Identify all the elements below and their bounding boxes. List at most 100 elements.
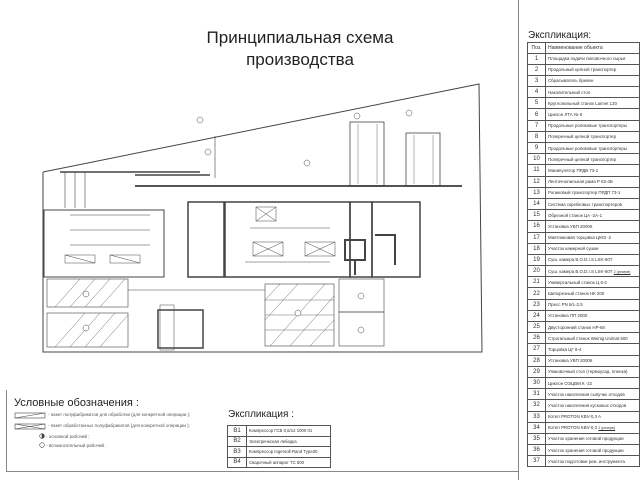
row-name: Установка УВП 2000К	[545, 354, 640, 367]
row-name: Участок хранения готовой продукции	[545, 444, 640, 457]
row-name: Роликовый транспортер ПРДП 73-1	[545, 186, 640, 199]
row-pos: 9	[527, 141, 546, 155]
row-name-text: Продольные роликовые транспортеры	[548, 123, 627, 129]
row-note: 2 (резерв)	[598, 426, 616, 431]
row-pos: 22	[527, 287, 546, 300]
row-name-text: Двусторонний станок НР-68	[548, 324, 605, 330]
row-name-text: Суш. камера B.O.D.I.S LSK-60T	[548, 257, 613, 263]
row-name: Установка ПП 2000	[545, 309, 640, 323]
row-pos: 37	[527, 455, 546, 468]
row-name: Сбрасыватель бревен	[545, 74, 640, 88]
package-unprocessed-icon	[14, 412, 46, 419]
log-yard-2	[405, 132, 441, 187]
row-pos: 25	[527, 320, 546, 334]
log-yard-1	[349, 121, 385, 187]
row-name-text: Продольный цепной транспортер	[548, 67, 617, 73]
table-header: Поз. Наименование объекта	[527, 42, 640, 54]
package-processed-icon	[14, 423, 46, 430]
row-pos: 12	[527, 175, 546, 188]
row-name: Строгальный станок Weinig Unimat 500	[545, 332, 640, 345]
row-name: Пресс PN 6/L-2,5	[545, 298, 640, 311]
row-pos: 14	[527, 197, 546, 211]
row-pos: 32	[527, 399, 546, 412]
row-pos: 13	[527, 186, 546, 199]
row-name-text: Упаковочный стол (термоусад. пленка)	[548, 369, 628, 375]
row-pos: 11	[527, 164, 546, 177]
row-pos: 33	[527, 410, 546, 423]
row-note: 2 (резерв)	[613, 269, 631, 274]
row-name-text: Установка УВП 2000К	[548, 358, 593, 364]
aux-explication-title: Экспликация :	[228, 409, 294, 420]
legend-title: Условные обозначения :	[14, 397, 139, 409]
row-name: Двусторонний станок НР-68	[545, 320, 640, 334]
row-pos: 28	[527, 354, 546, 367]
row-pos: В3	[227, 446, 247, 458]
row-name: Участок хранения готовой продукции	[545, 432, 640, 446]
legend-item: - пакет полуфабрикатов для обработки (дл…	[48, 412, 191, 417]
row-name-text: Участок камерной сушки	[548, 246, 599, 252]
row-name-text: Ленточнопильная рама Р 63-4Б	[548, 179, 613, 185]
row-pos: В4	[227, 456, 247, 468]
row-name-text: Циклон ЛТА № 6	[548, 112, 583, 118]
row-name: Котел PROTON KBV-0,3 2 (резерв)	[545, 421, 640, 434]
row-name-text: Циклон ОЭЦВМ К -22	[548, 380, 593, 386]
row-name: Продольные роликовые транспортеры	[545, 141, 640, 155]
frame-line	[6, 390, 7, 472]
page-title: Принципиальная схема	[206, 28, 394, 47]
row-name-text: Установка УВП 2000К	[548, 223, 593, 229]
room-3	[224, 201, 351, 278]
legend-item: - основной рабочий ;	[46, 434, 90, 439]
row-name-text: Пресс PN 6/L-2,5	[548, 302, 583, 308]
header-name: Наименование объекта	[545, 42, 640, 54]
row-pos: 19	[527, 253, 546, 267]
row-name: Система скребковых транспортеров	[545, 197, 640, 211]
row-name: Котел PROTON KBV-0,3 A	[545, 410, 640, 423]
row-pos: 8	[527, 130, 546, 144]
row-pos: 27	[527, 343, 546, 356]
row-name: Универсальный станок Ц 6-2	[545, 276, 640, 289]
row-pos: 23	[527, 298, 546, 311]
row-pos: 3	[527, 74, 546, 88]
row-name-text: Котел PROTON KBV-0,3 A	[548, 414, 601, 420]
stock-areas	[46, 278, 385, 351]
row-name-text: Участок накопления сыпучих отходов	[548, 391, 625, 397]
header-pos: Поз.	[527, 42, 546, 54]
row-pos: В1	[227, 425, 247, 437]
row-name: Участок камерной сушки	[545, 242, 640, 255]
row-name-text: Обрезной станок ЦА -2А-1	[548, 212, 603, 218]
row-name-text: Участок хранения готовой продукции	[548, 436, 624, 442]
row-name: Продольный цепной транспортер	[545, 63, 640, 76]
row-pos: 4	[527, 86, 546, 99]
room-2	[187, 201, 225, 278]
row-name-text: Манипулятор ПРДВ 73-1	[548, 167, 599, 173]
sawmill-room	[43, 209, 165, 278]
row-name-text: Роликовый транспортер ПРДП 73-1	[548, 190, 621, 196]
row-name-text: Торцовка ЦГ 8-4	[548, 346, 582, 352]
room-5	[371, 201, 421, 278]
row-name-text: Участок подготовки реж. инструмента	[548, 458, 625, 464]
row-name: Площадка подачи пиловочного сырья	[545, 52, 640, 65]
